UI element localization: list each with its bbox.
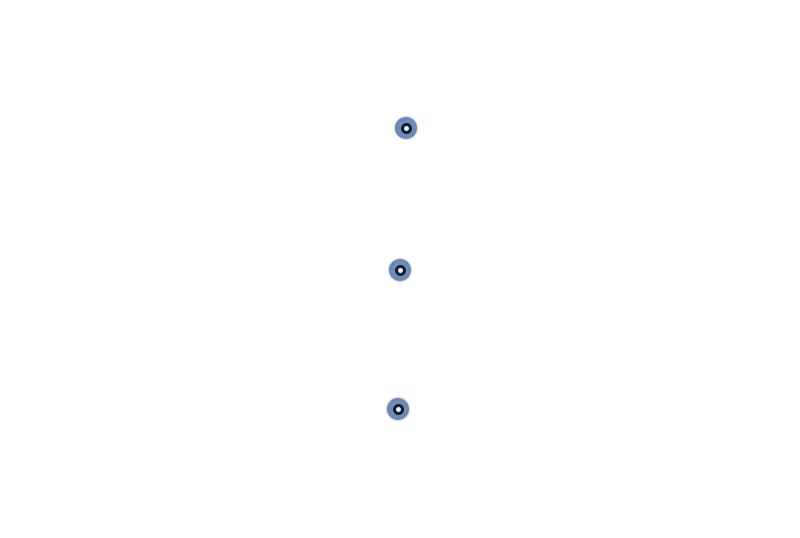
target-dot-icon[interactable] <box>395 117 417 139</box>
marker-core <box>397 267 403 273</box>
marker-core <box>403 125 409 131</box>
marker-core <box>395 406 401 412</box>
target-dot-icon[interactable] <box>389 259 411 281</box>
target-dot-icon[interactable] <box>387 398 409 420</box>
